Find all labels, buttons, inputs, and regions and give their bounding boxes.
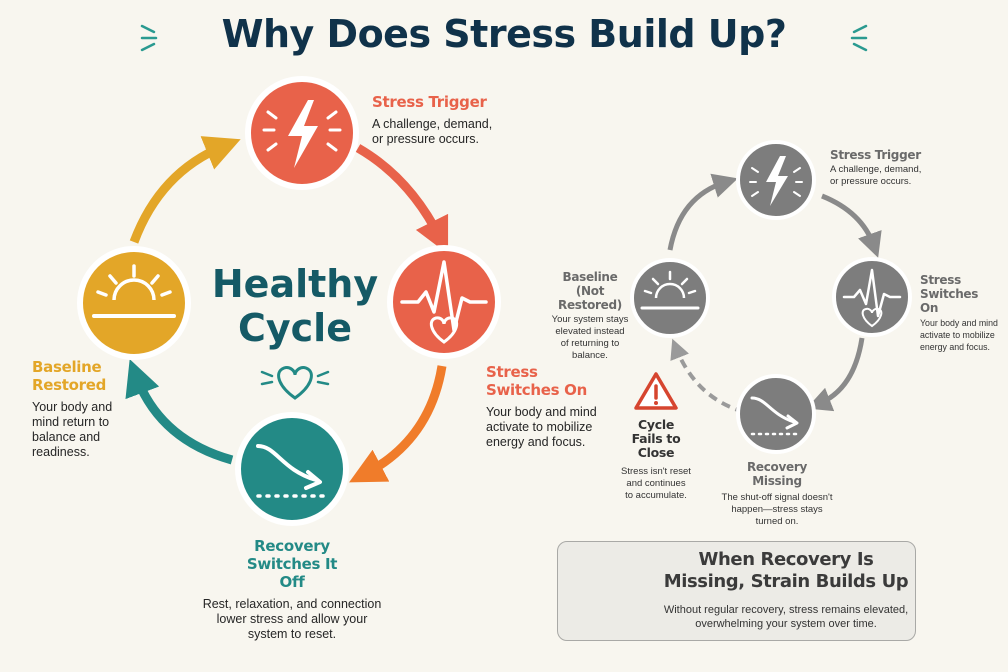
stress-switches-on-title: Stress Switches On [486,363,587,399]
gray-stress-trigger-label: Stress Trigger A challenge, demand,or pr… [830,148,960,188]
arrow-baseline-to-trigger [129,136,241,244]
sunrise-icon [640,270,700,310]
gray-arrow-baseline-to-trigger [667,173,738,251]
title-decoration-left-icon [140,24,158,52]
baseline-restored-title: Baseline Restored [32,358,107,394]
arrow-recovery-to-baseline [125,359,234,465]
arrow-trigger-to-switch-on [355,144,449,255]
callout-title: When Recovery Is Missing, Strain Builds … [663,549,909,592]
stress-trigger-node [245,76,359,190]
healthy-cycle-label: Healthy Cycle [211,262,379,350]
gray-arrow-switch-on-to-recovery [806,337,865,412]
downward-curve-arrow-icon [256,444,328,498]
page-title: Why Does Stress Build Up? [221,12,787,56]
warning-triangle-icon [634,372,678,410]
gray-baseline-title: Baseline (Not Restored) [558,270,622,312]
gray-arrow-trigger-to-switch-on [821,193,882,258]
stress-trigger-title: Stress Trigger [372,93,487,111]
cycle-fails-title: Cycle Fails to Close [631,417,681,460]
gray-stress-trigger-desc: A challenge, demand,or pressure occurs. [830,164,922,187]
center-heart-icon [260,366,330,400]
gray-stress-switches-on-title: Stress Switches On [920,273,979,315]
heartbeat-heart-icon [842,268,902,328]
recovery-title: Recovery Switches It Off [246,537,338,591]
heartbeat-heart-icon [400,260,488,344]
stress-trigger-label: Stress Trigger A challenge, demand,or pr… [372,93,572,147]
gray-recovery-missing-label: Recovery Missing The shut-off signal doe… [692,460,862,528]
title-decoration-right-icon [850,24,868,52]
stress-switches-on-node [387,245,501,359]
stress-trigger-desc: A challenge, demand,or pressure occurs. [372,117,493,146]
recovery-label: Recovery Switches It Off Rest, relaxatio… [180,537,404,642]
gray-stress-trigger-title: Stress Trigger [830,148,921,162]
callout-box [557,541,916,641]
gray-recovery-missing-title: Recovery Missing [746,460,808,488]
gray-baseline-label: Baseline (Not Restored) Your system stay… [550,270,630,362]
gray-stress-trigger-node [736,140,816,220]
arrow-switch-on-to-recovery [349,365,447,483]
downward-curve-arrow-icon [750,396,802,436]
callout-desc: Without regular recovery, stress remains… [663,604,909,630]
lightning-bolt-icon [262,100,342,168]
gray-dashed-arrow-recovery-to-baseline [670,338,745,414]
lightning-bolt-icon [749,156,803,206]
sunrise-icon [92,264,176,318]
baseline-restored-node [77,246,191,360]
recovery-switches-off-node [235,412,349,526]
gray-stress-switches-on-node [832,257,912,337]
gray-baseline-node [630,258,710,338]
gray-recovery-missing-node [736,374,816,454]
